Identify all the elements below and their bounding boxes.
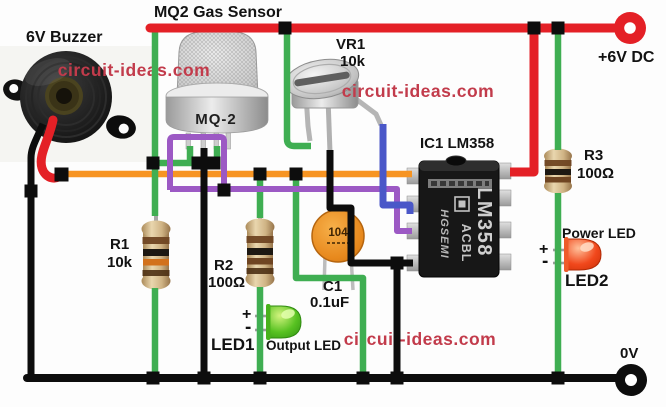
ground-label: 0V xyxy=(620,345,639,362)
r2-name-label: R2 xyxy=(214,257,234,274)
watermark-text: circuit-ideas.com xyxy=(342,81,494,101)
positive-supply-label: +6V DC xyxy=(598,49,655,66)
wire-layer xyxy=(23,23,635,382)
ic1-marking-brand: HGSEMI xyxy=(438,209,450,258)
r1-name-label: R1 xyxy=(110,236,130,253)
led1-desc-label: Output LED xyxy=(266,338,341,353)
ic1-label: IC1 LM358 xyxy=(420,135,495,152)
r3-value-label: 100Ω xyxy=(577,165,615,182)
led2-graphic xyxy=(553,237,602,272)
led2-plus-label: + xyxy=(539,241,549,258)
r2-value-label: 100Ω xyxy=(208,274,246,291)
ic1-lm358-graphic: LM358 ACBL HGSEMI xyxy=(406,155,512,278)
led1-minus-label: - xyxy=(245,317,252,338)
ic1-marking-part: LM358 xyxy=(473,187,495,257)
vr1-name-label: VR1 xyxy=(336,36,366,53)
vr1-trimmer-graphic xyxy=(284,58,384,153)
buzzer-graphic xyxy=(3,51,136,143)
ic1-marking-code: ACBL xyxy=(459,224,473,263)
r3-name-label: R3 xyxy=(584,147,604,164)
resistor-r1-graphic xyxy=(141,212,171,294)
led2-name-label: LED2 xyxy=(565,271,609,290)
r1-value-label: 10k xyxy=(107,254,133,271)
resistor-r3-graphic xyxy=(544,144,572,198)
c1-value-label: 0.1uF xyxy=(310,294,350,311)
positive-terminal xyxy=(614,12,646,44)
ground-terminal xyxy=(615,364,647,396)
watermark-text: circuit-ideas.com xyxy=(344,329,496,349)
resistor-r2-graphic xyxy=(245,212,275,294)
c1-name-label: C1 xyxy=(323,278,343,295)
led1-plus-label: + xyxy=(242,306,252,323)
mq2-marking: MQ-2 xyxy=(195,111,237,128)
led1-name-label: LED1 xyxy=(211,335,255,354)
buzzer-label: 6V Buzzer xyxy=(26,29,103,46)
mq2-sensor-graphic: MQ-2 xyxy=(165,31,269,150)
c1-marking: 104 xyxy=(328,227,348,239)
vr1-value-label: 10k xyxy=(340,53,366,70)
led2-desc-label: Power LED xyxy=(562,225,636,241)
led2-minus-label: - xyxy=(542,251,549,272)
junction-dots xyxy=(24,21,565,385)
watermark-text: circuit-ideas.com xyxy=(58,60,210,80)
sensor-title-label: MQ2 Gas Sensor xyxy=(153,4,283,21)
